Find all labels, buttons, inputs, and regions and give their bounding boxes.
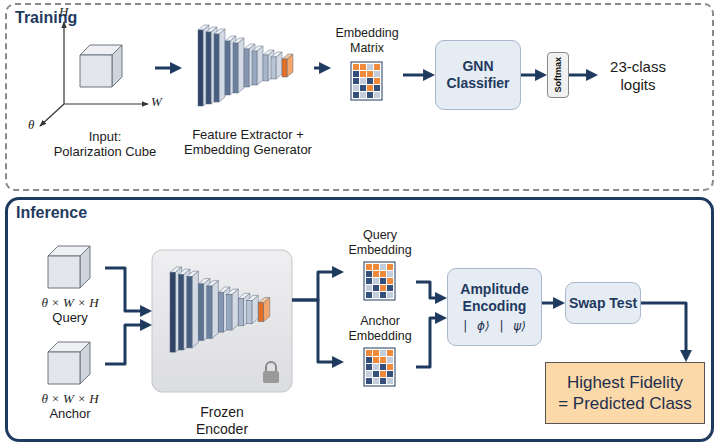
- result-label: = Predicted Class: [558, 393, 692, 414]
- axis-w: [64, 103, 148, 104]
- dimension-label: θ × W × H: [41, 295, 98, 311]
- box-label: GNN Classifier: [436, 58, 520, 92]
- query-cube: [48, 246, 90, 288]
- axis-label: H: [59, 5, 68, 20]
- flow-arrow: [105, 325, 147, 364]
- flow-arrow: [569, 74, 593, 77]
- axis-label: W: [151, 95, 162, 110]
- module-label: Feature Extractor + Embedding Generator: [182, 127, 314, 158]
- query-matrix-icon: [364, 262, 395, 300]
- flow-arrow: [105, 268, 147, 311]
- flow-arrow: [155, 67, 177, 70]
- embedding-matrix: Embedding Matrix: [331, 26, 403, 104]
- ket-label: | ϕ⟩ | ψ⟩: [463, 319, 526, 333]
- output-node: 23-class logits: [598, 57, 678, 95]
- training-panel: TrainingInput:Polarization CubeFeature E…: [5, 3, 714, 191]
- input-label: Query: [52, 310, 87, 326]
- anchor-embedding: Anchor Embedding: [344, 314, 416, 390]
- flow-arrow: [416, 318, 442, 367]
- embedding-matrix-icon: [351, 62, 382, 100]
- process-box: GNN Classifier: [435, 40, 521, 110]
- embedding-label: Anchor Embedding: [344, 314, 416, 344]
- flow-arrow: [292, 300, 339, 362]
- inference-panel: Inferenceθ × W × HQueryθ × W × HAnchorFr…: [5, 197, 714, 442]
- axes: [40, 22, 148, 126]
- box-label: Softmax: [553, 57, 564, 93]
- result-label: Highest Fidelity: [567, 372, 683, 393]
- flow-arrow: [292, 272, 339, 300]
- query-input: θ × W × HQuery: [35, 240, 105, 326]
- process-box: Swap Test: [565, 282, 641, 324]
- process-box: Amplitude Encoding | ϕ⟩ | ψ⟩: [447, 268, 542, 346]
- dimension-label: θ × W × H: [41, 391, 98, 407]
- encoder-box: [152, 250, 292, 392]
- flow-arrow: [521, 74, 542, 77]
- flow-arrow: [641, 303, 686, 357]
- panel-heading: Inference: [16, 203, 87, 222]
- cnn-illustration: [198, 25, 293, 106]
- flow-arrow: [403, 74, 430, 77]
- result-box: Highest Fidelity= Predicted Class: [545, 362, 705, 424]
- axis-h: [63, 22, 64, 104]
- input-node: Input:Polarization Cube: [55, 38, 155, 160]
- flow-arrow: [416, 282, 442, 298]
- box-label: Swap Test: [569, 295, 637, 312]
- box-label: Amplitude Encoding: [448, 281, 541, 315]
- axis-theta: [40, 104, 64, 126]
- input-label: Polarization Cube: [54, 144, 157, 160]
- lock-icon: [263, 362, 279, 383]
- module-label: Frozen Encoder: [182, 404, 262, 438]
- anchor-matrix-icon: [364, 348, 395, 386]
- axis-label: θ: [28, 118, 34, 133]
- input-cube: [80, 45, 122, 87]
- output-label: 23-class logits: [598, 58, 678, 94]
- feature-extractor: Feature Extractor + Embedding Generator: [182, 22, 314, 158]
- query-embedding: Query Embedding: [344, 228, 416, 304]
- input-label: Anchor: [49, 406, 90, 422]
- embedding-label: Query Embedding: [344, 228, 416, 258]
- frozen-encoder: Frozen Encoder: [152, 250, 292, 438]
- anchor-input: θ × W × HAnchor: [35, 336, 105, 422]
- cnn-illustration: [170, 267, 270, 352]
- softmax-box: Softmax: [547, 52, 569, 98]
- input-label: Input:: [89, 129, 122, 145]
- flow-arrow: [314, 67, 326, 70]
- anchor-cube: [48, 342, 90, 384]
- embedding-label: Embedding Matrix: [331, 26, 403, 56]
- flow-arrow: [542, 302, 560, 305]
